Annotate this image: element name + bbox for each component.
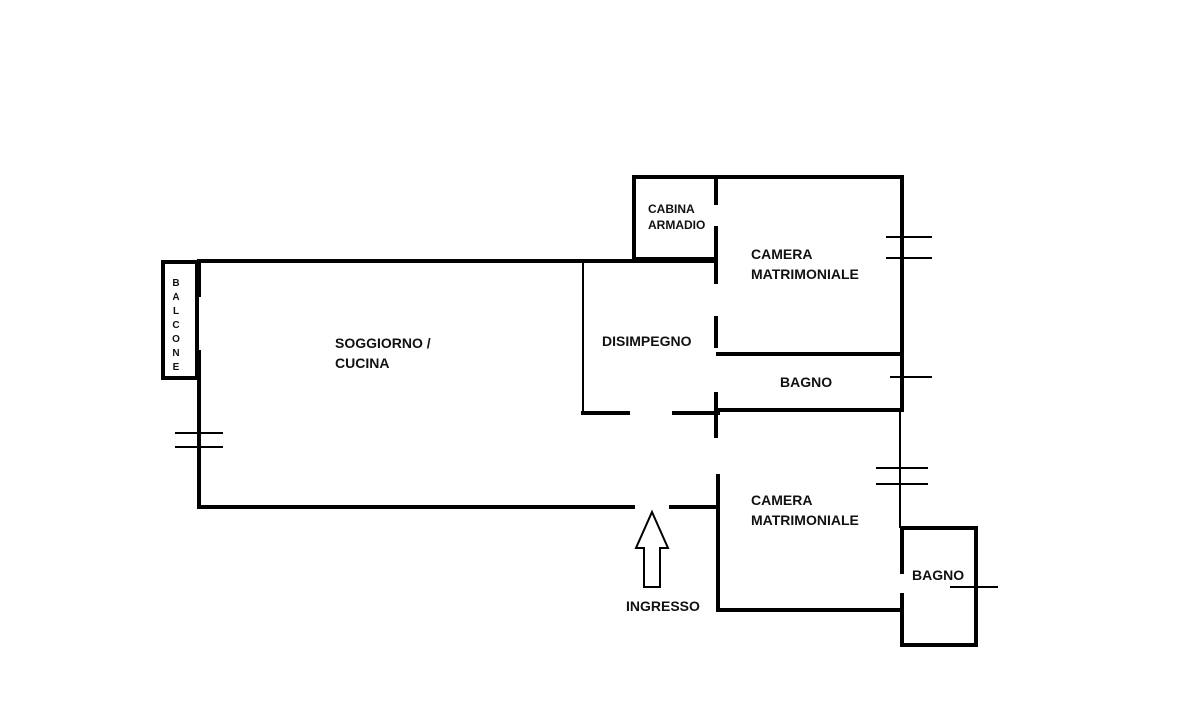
bedroom2-label-1: CAMERA [751,492,812,508]
bedroom1-label-2: MATRIMONIALE [751,266,859,282]
window-bedroom-upper [886,236,932,259]
corridor-label: DISIMPEGNO [602,333,692,349]
balcony-label: B A L C O N E [172,278,180,373]
balcony-letter: N [172,348,179,359]
bedroom2-label-2: MATRIMONIALE [751,512,859,528]
balcony-letter: B [172,278,179,289]
walls [161,175,978,647]
bathroom2-label: BAGNO [912,567,964,583]
living-room-label-1: SOGGIORNO / [335,335,431,351]
entrance-arrow-icon [634,509,670,588]
balcony-letter: E [173,362,180,373]
closet-label-2: ARMADIO [648,218,705,232]
window-bedroom-lower [876,467,928,485]
room-labels: SOGGIORNO / CUCINA DISIMPEGNO CABINA ARM… [172,202,964,614]
balcony-letter: C [172,320,179,331]
balcony-letter: O [172,334,180,345]
entrance-label: INGRESSO [626,598,700,614]
bathroom1-label: BAGNO [780,374,832,390]
closet-label-1: CABINA [648,202,695,216]
balcony-letter: L [173,306,179,317]
living-room-label-2: CUCINA [335,355,389,371]
window-living-left [175,432,223,448]
bedroom1-label-1: CAMERA [751,246,812,262]
balcony-outline [161,260,199,380]
windows [175,236,998,588]
balcony-letter: A [172,292,179,303]
